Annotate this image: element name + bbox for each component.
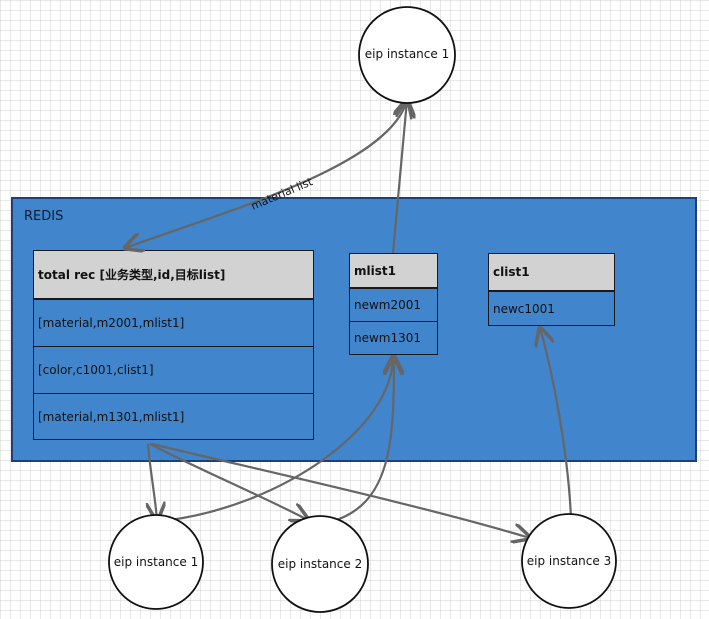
total-rec-row: [material,m1301,mlist1]: [34, 393, 313, 439]
mlist1-header: mlist1: [350, 254, 437, 288]
instance1-to-mlist-edge: [169, 357, 393, 522]
mlist1-row: newm1301: [350, 321, 437, 354]
total-to-instance1-edge: [148, 443, 157, 520]
bottom-instance-1-label: eip instance 1: [113, 555, 199, 569]
bottom-instance-3-circle: [521, 513, 617, 609]
total-rec-row: [material,m2001,mlist1]: [34, 299, 313, 346]
material-list-edge: [125, 100, 407, 248]
mlist1-row: newm2001: [350, 288, 437, 321]
total-to-instance2-edge: [149, 443, 308, 520]
bottom-instance-2-label: eip instance 2: [277, 557, 363, 571]
bottom-instance-2-circle: [271, 515, 369, 613]
redis-label: REDIS: [24, 209, 64, 224]
top-instance-label: eip instance 1: [364, 47, 450, 61]
clist1-table: clist1 newc1001: [488, 253, 615, 326]
mlist1-table: mlist1 newm2001 newm1301: [349, 253, 438, 355]
clist1-row: newc1001: [489, 291, 614, 325]
material-list-label: material list: [249, 175, 315, 213]
bottom-instance-3-label: eip instance 3: [526, 554, 612, 568]
top-instance-circle: [358, 6, 456, 104]
clist1-header: clist1: [489, 254, 614, 291]
total-rec-row: [color,c1001,clist1]: [34, 346, 313, 393]
instance2-to-mlist-edge: [329, 357, 394, 524]
total-rec-header: total rec [业务类型,id,目标list]: [34, 251, 313, 299]
instance3-to-clist-edge: [540, 328, 573, 519]
total-rec-table: total rec [业务类型,id,目标list] [material,m20…: [33, 250, 314, 440]
mlist1-to-top-instance-edge: [391, 100, 407, 254]
total-to-instance3-edge: [151, 442, 530, 538]
bottom-instance-1-circle: [108, 514, 204, 610]
